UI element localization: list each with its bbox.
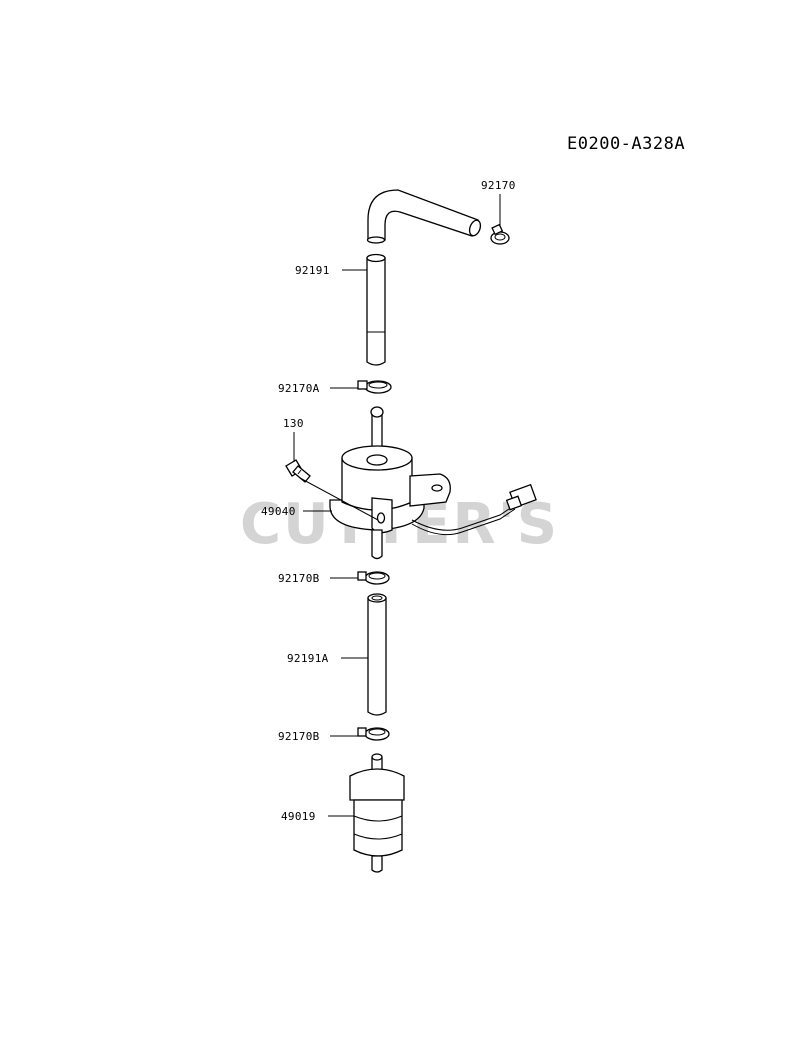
callout-92170: 92170 xyxy=(481,179,516,192)
fuel-hose-straight-part xyxy=(367,593,387,716)
clamp-92170B-upper-part xyxy=(357,571,390,585)
callout-49019: 49019 xyxy=(281,810,316,823)
callout-92170B-lower: 92170B xyxy=(278,730,320,743)
clamp-92170A-part xyxy=(357,380,392,394)
callout-92170B-upper: 92170B xyxy=(278,572,320,585)
fuel-pump-part xyxy=(329,406,537,560)
callout-92191A: 92191A xyxy=(287,652,329,665)
clamp-92170B-lower-part xyxy=(357,727,390,741)
leader-130-to-bracket xyxy=(299,477,379,521)
callout-92170A: 92170A xyxy=(278,382,320,395)
callout-130: 130 xyxy=(283,417,304,430)
diagram-code: E0200-A328A xyxy=(567,134,685,154)
bolt-130-part xyxy=(285,459,311,483)
clamp-92170-part xyxy=(490,223,510,245)
callout-92191: 92191 xyxy=(295,264,330,277)
fuel-hose-bent-part xyxy=(366,189,482,366)
callout-49040: 49040 xyxy=(261,505,296,518)
fuel-filter-part xyxy=(349,753,405,873)
